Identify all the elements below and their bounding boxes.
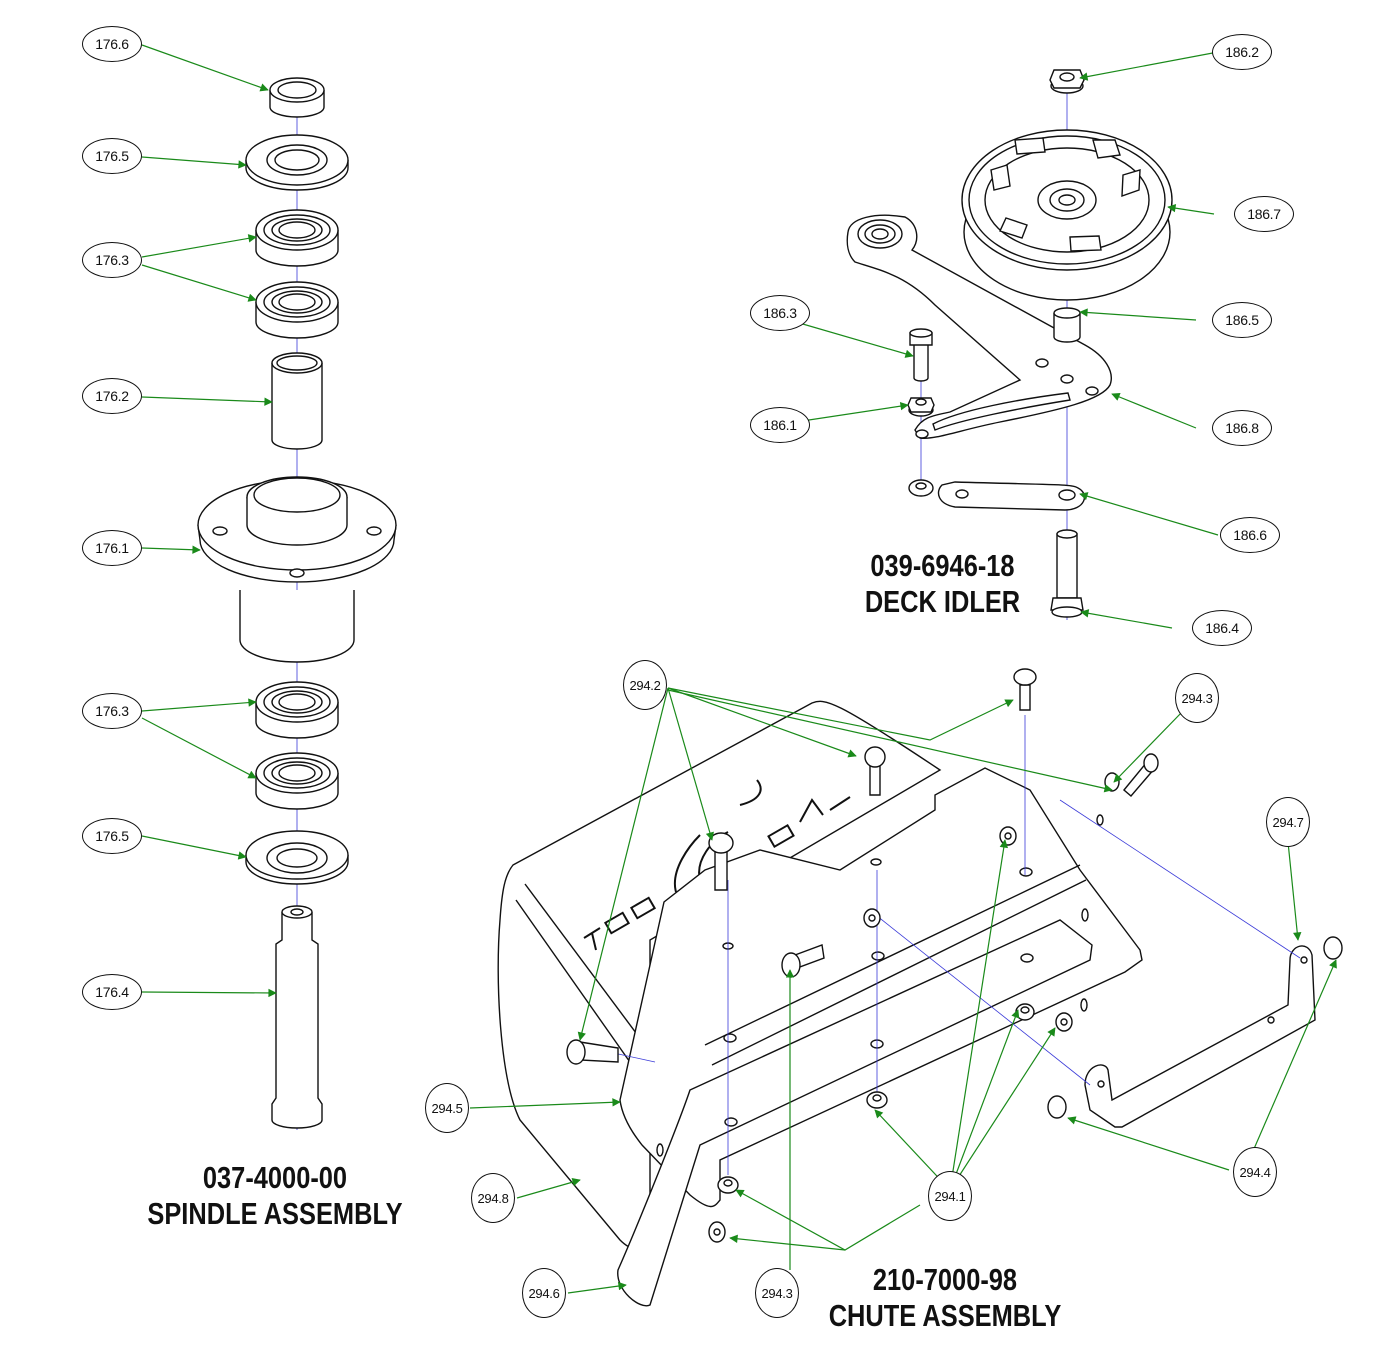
callout-176-6: 176.6 [82,26,142,62]
part-176-4-shaft [271,905,323,1129]
part-176-5-seal-top [245,134,349,191]
part-176-1-housing [197,476,397,663]
callout-176-3: 176.3 [82,693,142,729]
callout-294-6: 294.6 [522,1268,566,1318]
part-186-8-idler-arm [846,214,1112,439]
callout-294-1: 294.1 [928,1171,972,1221]
part-294-7-hinge [1084,945,1316,1128]
part-176-3-bearing [255,281,339,339]
callout-176-5: 176.5 [82,818,142,854]
chute-name: CHUTE ASSEMBLY [828,1297,1062,1333]
part-186-2-nut [1049,69,1085,94]
chute-assembly-drawing [497,668,1343,1307]
leader-lines [141,44,1337,1294]
part-176-2-spacer [271,352,323,450]
callout-186-2: 186.2 [1212,34,1272,70]
part-176-3-bearing [255,209,339,267]
bracket-flange-line [704,864,1087,1066]
part-186-5-spacer [1053,307,1081,343]
callout-294-4: 294.4 [1233,1147,1277,1197]
callout-294-3: 294.3 [1175,673,1219,723]
callout-186-3: 186.3 [750,295,810,331]
part-186-6-plate [937,481,1086,511]
part-186-1-nut [907,397,935,417]
part-176-5-seal-bottom [245,830,349,885]
part-lower-nut [908,479,934,497]
chute-centerlines [599,715,1301,1175]
callout-186-8: 186.8 [1212,410,1272,446]
chute-crease-2 [515,899,633,1066]
hinge-hole [1097,1080,1105,1088]
idler-name: DECK IDLER [864,583,1021,619]
flange-nuts [708,772,1120,1243]
callout-186-6: 186.6 [1220,517,1280,553]
hinge-hole [1300,956,1308,964]
callout-294-7: 294.7 [1266,797,1310,847]
part-176-6-cap [269,77,325,118]
spindle-name: SPINDLE ASSEMBLY [147,1195,403,1231]
chute-crease-1 [524,883,646,1046]
deck-idler-title: 039-6946-18 DECK IDLER [842,548,1043,619]
part-176-3-bearing [255,681,339,739]
part-294-8-chute-body [497,700,942,1250]
part-186-4-bolt [1050,529,1084,618]
decal-logo [583,779,851,951]
callout-294-2: 294.2 [623,660,667,710]
spindle-assembly-title: 037-4000-00 SPINDLE ASSEMBLY [123,1160,426,1231]
callout-186-4: 186.4 [1192,610,1252,646]
callout-294-8: 294.8 [471,1173,515,1223]
part-176-3-bearing [255,752,339,810]
part-186-7-pulley [961,129,1173,301]
part-294-4-washer [1323,936,1343,960]
hinge-hole [1267,1016,1275,1024]
callout-176-2: 176.2 [82,378,142,414]
carriage-bolts [566,668,1159,1065]
callout-176-3: 176.3 [82,242,142,278]
chute-part-number: 210-7000-98 [872,1262,1018,1297]
callout-294-5: 294.5 [425,1083,469,1133]
part-186-3-bolt [909,328,933,382]
callout-186-7: 186.7 [1234,196,1294,232]
chute-assembly-title: 210-7000-98 CHUTE ASSEMBLY [810,1262,1081,1333]
callout-186-5: 186.5 [1212,302,1272,338]
part-294-4-washer [1047,1095,1067,1119]
callout-176-5: 176.5 [82,138,142,174]
part-294-6-plate [617,919,1093,1307]
deck-idler-drawing [846,69,1173,620]
callout-294-3-lower: 294.3 [755,1268,799,1318]
callout-176-1: 176.1 [82,530,142,566]
callout-186-1: 186.1 [750,407,810,443]
spindle-assembly-drawing [197,77,397,1130]
idler-part-number: 039-6946-18 [870,548,1015,583]
spindle-part-number: 037-4000-00 [202,1160,348,1195]
callout-176-4: 176.4 [82,974,142,1010]
